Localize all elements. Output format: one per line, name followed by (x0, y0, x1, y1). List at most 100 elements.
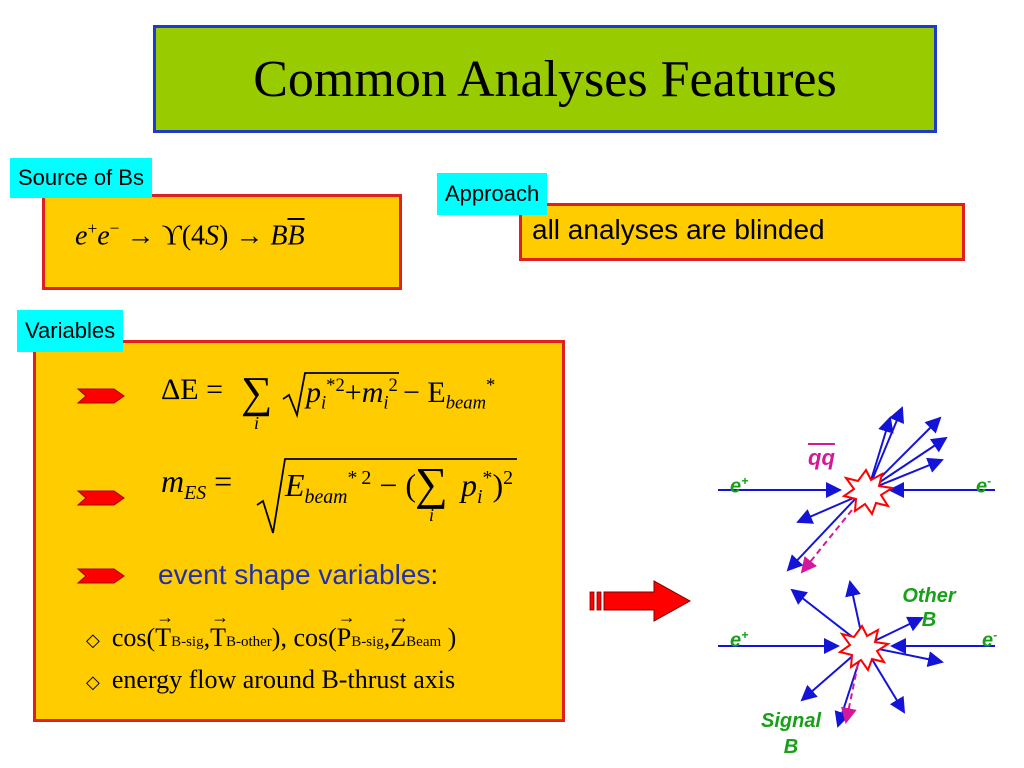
z-sub: Beam (406, 634, 442, 650)
list-item: ◇ cos(→TB-sig,→TB-other), cos(→PB-sig,→Z… (86, 607, 457, 653)
sum-index: i (254, 413, 260, 433)
variables-tag-label: Variables (25, 318, 116, 343)
other-b-text-2: B (921, 609, 937, 631)
mes-sum-index: i (429, 505, 435, 525)
e-minus-text: e (982, 629, 994, 652)
mes-p-term: p (461, 467, 477, 503)
mes-sub: ES (184, 481, 207, 504)
minus-e: − E (403, 376, 446, 410)
mes-close: ) (492, 467, 504, 503)
approach-text: all analyses are blinded (532, 214, 825, 245)
e-plus-text: e (730, 475, 742, 498)
energy-flow-text: energy flow around B-thrust axis (111, 665, 456, 694)
vec-p: →P (336, 607, 356, 652)
formula-e: e (75, 220, 88, 252)
t2-letter: T (210, 623, 226, 652)
e-plus-label-top: e+ (730, 474, 748, 498)
vec-z: →Z (390, 607, 410, 652)
formula-e2: e (97, 220, 110, 252)
event-shape-label: event shape variables (158, 559, 431, 590)
e-plus-sup: + (741, 628, 749, 642)
mes-m: m (161, 463, 185, 499)
sqrt-sign-icon (256, 458, 517, 534)
beam-sub: beam (445, 392, 487, 414)
formula-minus: − (109, 219, 120, 238)
mes-e: E (285, 467, 305, 503)
plus-sign: + (344, 376, 362, 410)
e-minus-text: e (976, 475, 988, 498)
variables-tag: Variables (17, 310, 124, 352)
t2-sub: B-other (225, 634, 272, 650)
formula-plus: + (87, 219, 98, 238)
diamond-bullet-icon: ◇ (86, 672, 100, 693)
mes-p-star: * (482, 467, 493, 490)
source-formula: e+e− → ϒ(4S) → BB (75, 219, 305, 252)
mes-beam: beam (304, 485, 348, 508)
delta-e-formula: ΔE = ∑ i pi*2+mi2 − Ebeam* (161, 368, 495, 443)
source-box: e+e− → ϒ(4S) → BB (42, 194, 402, 290)
approach-box: all analyses are blinded (519, 203, 965, 261)
mes-square2: 2 (503, 467, 514, 490)
red-arrow-bullet-icon (76, 388, 125, 404)
e-plus-sup: + (741, 474, 749, 488)
qq-label: qq (808, 445, 835, 471)
event-shape-line: event shape variables: (158, 559, 438, 592)
page-title: Common Analyses Features (253, 50, 837, 108)
red-arrow-bullet-icon (76, 568, 125, 584)
other-b-text: Other (902, 585, 956, 607)
m-square: 2 (388, 375, 398, 396)
comma: , (383, 623, 391, 652)
formula-bbar: B (287, 220, 305, 252)
dE-terms: pi*2+mi2 (306, 375, 398, 415)
other-b-label: Other B (890, 584, 968, 632)
formula-arrow: → (126, 220, 155, 252)
formula-upsilon: ϒ(4 (161, 220, 206, 252)
z-letter: Z (390, 623, 407, 652)
cos-expression: cos(→TB-sig,→TB-other), cos(→PB-sig,→ZBe… (111, 607, 457, 652)
event-topology-diagram (718, 406, 995, 728)
mes-square: 2 (361, 467, 372, 490)
vec-t2: →T (210, 607, 230, 652)
p-sub: B-sig (351, 634, 384, 650)
p-letter: P (336, 623, 352, 652)
t1-letter: T (155, 623, 172, 652)
mes-p: pi*)2 (461, 467, 513, 509)
source-tag: Source of Bs (10, 158, 152, 198)
e-plus-label-bottom: e+ (730, 628, 748, 652)
mes-star: * (347, 467, 358, 490)
cos-close: ) (447, 623, 457, 652)
signal-b-text-2: B (783, 736, 799, 758)
event-shape-colon: : (430, 559, 439, 590)
m-sub: i (383, 392, 389, 414)
delta-e-lhs: ΔE = (161, 373, 224, 406)
vec-t1: →T (155, 607, 175, 652)
red-arrow-bullet-icon (76, 490, 125, 506)
cos-mid: ), cos( (271, 623, 337, 652)
qq-text: qq (808, 445, 835, 470)
collision-star-icon (841, 468, 895, 517)
e-minus-label-bottom: e- (982, 628, 997, 652)
approach-tag-label: Approach (445, 181, 540, 206)
comma: , (203, 623, 211, 652)
sum-symbol: ∑ (241, 368, 273, 417)
dE-beam: − Ebeam* (403, 375, 495, 415)
right-arrow-icon (589, 580, 692, 622)
cos-open: cos( (111, 623, 156, 652)
approach-tag: Approach (437, 173, 548, 215)
formula-s: S (205, 220, 220, 252)
e-plus-text: e (730, 629, 742, 652)
mes-equals: = (214, 463, 233, 499)
p-term: p (306, 376, 321, 410)
sqrt-sign-icon (282, 372, 399, 419)
mes-terms: Ebeam*2 − ( (285, 467, 416, 509)
signal-b-text: Signal (760, 710, 821, 732)
list-item: ◇ energy flow around B-thrust axis (86, 665, 455, 695)
mes-sum: ∑ (415, 458, 448, 509)
p-square: 2 (335, 375, 345, 396)
title-banner: Common Analyses Features (153, 25, 937, 133)
e-minus-label-top: e- (976, 474, 991, 498)
mes-formula: mES = Ebeam*2 − ( ∑ i pi*)2 (161, 458, 517, 543)
signal-b-label: Signal B (746, 708, 836, 760)
mes-p-sub: i (477, 485, 483, 508)
p-sub: i (321, 392, 327, 414)
